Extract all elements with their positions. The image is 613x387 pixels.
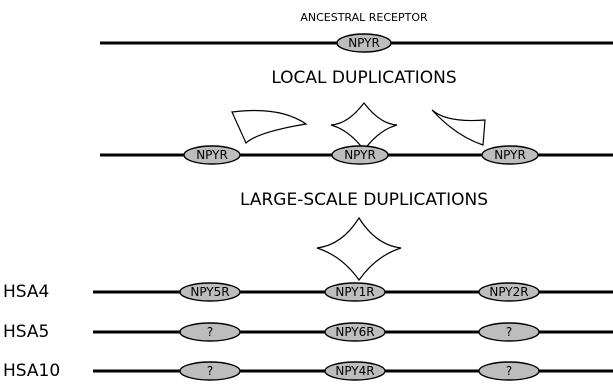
hsa5-gene-2: NPY6R <box>324 322 386 342</box>
gene-label: NPYR <box>348 36 380 50</box>
gene-oval <box>324 361 386 381</box>
gene-label: NPY1R <box>335 285 374 299</box>
chromosome-label-hsa10: HSA10 <box>3 361 60 381</box>
gene-label: NPYR <box>196 148 228 162</box>
gene-oval <box>336 33 392 53</box>
local-gene-3: NPYR <box>481 145 539 165</box>
gene-label: ? <box>207 325 213 339</box>
gene-oval <box>478 322 540 342</box>
local-duplications-title: LOCAL DUPLICATIONS <box>271 68 456 88</box>
hsa4-gene-1: NPY5R <box>179 282 241 302</box>
chromosome-label-hsa5: HSA5 <box>3 322 49 342</box>
gene-oval <box>478 361 540 381</box>
gene-oval <box>324 322 386 342</box>
gene-label: ? <box>506 364 512 378</box>
hsa10-gene-1: ? <box>179 361 241 381</box>
gene-oval <box>478 282 540 302</box>
right-duplication-arrow <box>431 109 486 146</box>
gene-oval <box>331 145 389 165</box>
ancestral-title: ANCESTRAL RECEPTOR <box>300 11 428 24</box>
gene-oval <box>179 322 241 342</box>
gene-oval <box>179 282 241 302</box>
gene-label: NPY4R <box>335 364 374 378</box>
large-scale-duplication-arrow <box>316 216 402 282</box>
gene-oval <box>324 282 386 302</box>
hsa5-gene-1: ? <box>179 322 241 342</box>
hsa4-gene-3: NPY2R <box>478 282 540 302</box>
gene-label: NPY2R <box>489 285 528 299</box>
gene-label: NPY5R <box>190 285 229 299</box>
hsa4-gene-2: NPY1R <box>324 282 386 302</box>
chromosome-label-hsa4: HSA4 <box>3 282 49 302</box>
gene-oval <box>179 361 241 381</box>
hsa5-gene-3: ? <box>478 322 540 342</box>
center-duplication-arrow <box>330 102 398 151</box>
gene-label: NPYR <box>494 148 526 162</box>
ancestral-gene: NPYR <box>336 33 392 53</box>
gene-label: ? <box>207 364 213 378</box>
gene-label: NPYR <box>344 148 376 162</box>
large-scale-duplications-title: LARGE-SCALE DUPLICATIONS <box>240 190 488 210</box>
local-gene-2: NPYR <box>331 145 389 165</box>
gene-label: ? <box>506 325 512 339</box>
local-gene-1: NPYR <box>183 145 241 165</box>
left-duplication-arrow <box>231 109 308 145</box>
local-duplication-arrows <box>231 102 486 151</box>
gene-oval <box>183 145 241 165</box>
gene-oval <box>481 145 539 165</box>
hsa10-gene-3: ? <box>478 361 540 381</box>
hsa10-gene-2: NPY4R <box>324 361 386 381</box>
gene-label: NPY6R <box>335 325 374 339</box>
